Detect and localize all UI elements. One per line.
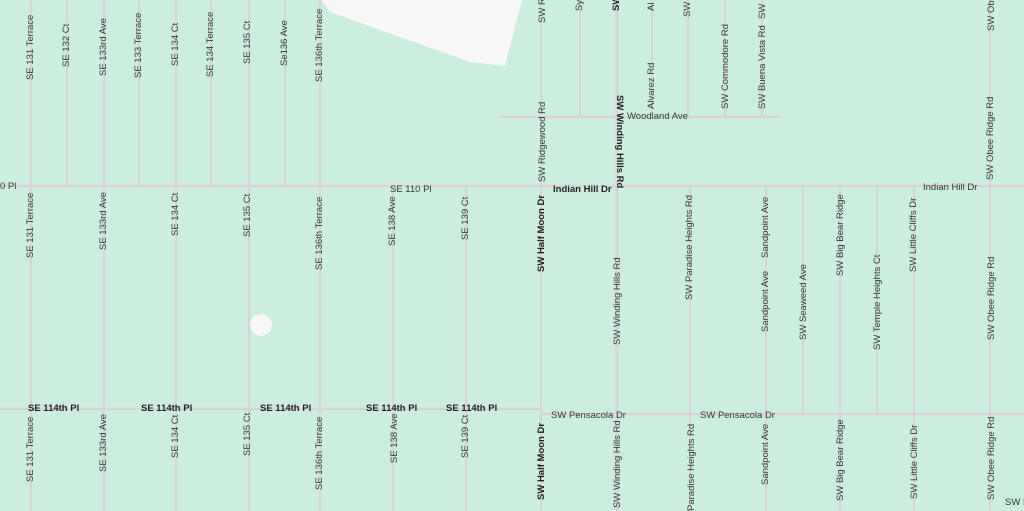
street-label: SW Temple Heights Ct <box>872 254 883 350</box>
street-label: SE 136th Terrace <box>314 416 325 490</box>
street-label: SW Winding Hills Rd <box>612 420 623 508</box>
street-label: SE 114th Pl <box>366 403 418 414</box>
street-label: SW Commodore Rd <box>720 24 731 109</box>
street-label: SW Half Moon Dr <box>536 194 547 272</box>
street-label: SW Obee Ridge Rd <box>986 256 997 340</box>
street-label: SE 114th Pl <box>446 403 498 414</box>
street-label: Sandpoint Ave <box>760 196 771 258</box>
street-label: SE 139 Ct <box>460 196 471 240</box>
street-label: SE 133rd Ave <box>98 192 109 250</box>
street-label: SW R <box>537 0 548 23</box>
street-label: Al <box>646 2 657 11</box>
street-label: SE 135 Ct <box>242 193 253 237</box>
street-label: Woodland Ave <box>627 111 688 122</box>
street-label: Paradise Heights Rd <box>686 423 697 511</box>
street-label: SE 138 Ave <box>387 196 398 246</box>
street-label: SE 134 Ct <box>170 22 181 66</box>
street-label: SW Buena Vista Rd <box>757 25 768 109</box>
street-label: SE 114th Pl <box>28 403 80 414</box>
street-label: SW <box>682 1 693 17</box>
street-label: SW <box>757 3 768 19</box>
street-label: SW Pensacola Dr <box>551 410 626 421</box>
street-label: SW <box>611 0 622 11</box>
street-label: SE 134 Ct <box>170 192 181 236</box>
street-label: SE 131 Terrace <box>25 192 36 258</box>
street-label: Sandpoint Ave <box>760 270 771 332</box>
street-label: Indian Hill Dr <box>923 182 978 193</box>
street-label: Alvarez Rd <box>646 62 657 109</box>
street-label: SE 135 Ct <box>242 20 253 64</box>
street-label: SW Pensacola Dr <box>700 410 775 421</box>
street-label: 0 Pl <box>0 181 17 192</box>
street-label: SE 135 Ct <box>242 412 253 456</box>
street-label: SW Paradise Heights Rd <box>684 194 695 300</box>
street-label: SW Obee Ridge Rd <box>985 96 996 180</box>
street-label: SE 114th Pl <box>141 403 193 414</box>
street-label: SW Ridgewood Rd <box>537 101 548 182</box>
street-label: Indian Hill Dr <box>553 184 612 195</box>
street-label: SW Big Bear Ridge <box>835 419 846 501</box>
street-label: SE 136th Terrace <box>314 8 325 82</box>
street-label: SW Winding Hills Rd <box>612 257 623 345</box>
street-label: SE 110 Pl <box>390 184 432 195</box>
street-label: SE 134 Terrace <box>205 11 216 77</box>
street-label: SW Obee Ridge Rd <box>986 416 997 500</box>
street-label: SE 131 Terrace <box>25 14 36 80</box>
street-label: Sy <box>574 0 585 11</box>
street-label: SE 131 Terrace <box>25 416 36 482</box>
vertical-roads <box>30 0 991 511</box>
street-label: SW Little Cliffs Dr <box>909 424 920 499</box>
street-label: SW Big Bear Ridge <box>835 194 846 276</box>
street-label: SW Half Moon Dr <box>536 422 547 500</box>
street-label: SW P <box>1005 497 1024 508</box>
street-label: SE 132 Ct <box>61 23 72 67</box>
street-label: SW Little Cliffs Dr <box>908 197 919 272</box>
street-label: SE 136th Terrace <box>314 196 325 270</box>
street-label: SW Seaweed Ave <box>798 264 809 340</box>
street-label: SE 138 Ave <box>389 413 400 463</box>
white-spot <box>250 314 272 336</box>
street-label: SW Ob <box>986 0 997 31</box>
street-label: SE 133 Terrace <box>133 12 144 78</box>
street-label: Se136 Ave <box>279 20 290 66</box>
street-label: SE 133rd Ave <box>98 18 109 76</box>
street-label: SE 139 Ct <box>460 414 471 458</box>
street-label: SE 134 Ct <box>170 414 181 458</box>
street-label: SE 114th Pl <box>260 403 312 414</box>
street-label: SW Winding Hills Rd <box>614 95 625 189</box>
unmapped-area <box>322 0 522 66</box>
street-label: SE 133rd Ave <box>98 414 109 472</box>
street-label: Sandpoint Ave <box>760 423 771 485</box>
